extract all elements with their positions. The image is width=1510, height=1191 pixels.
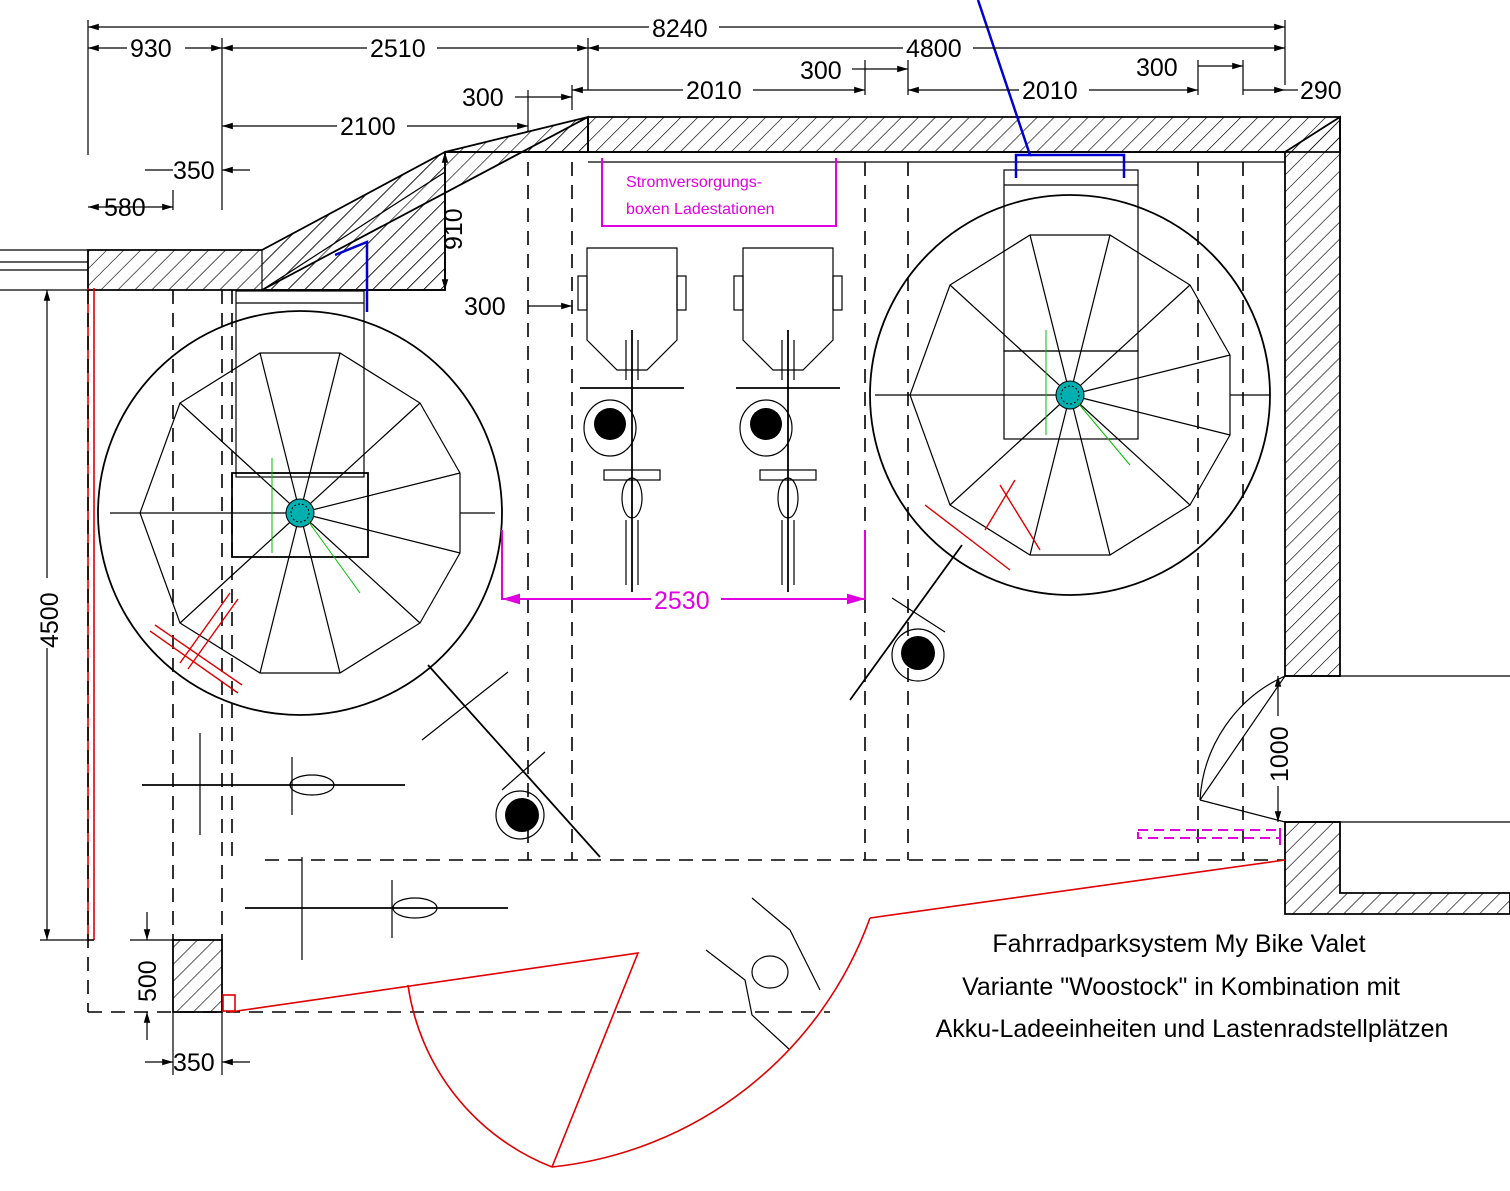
dim-2010-b: 2010 — [1022, 77, 1078, 105]
dim-2530: 2530 — [654, 587, 710, 615]
magenta-rail — [1137, 828, 1281, 845]
dim-300-c: 300 — [1136, 54, 1178, 82]
wall-pillar-bottom-left — [172, 939, 223, 1013]
dim-300-d: 300 — [464, 293, 506, 321]
dim-2100: 2100 — [340, 113, 396, 141]
dim-2510: 2510 — [370, 35, 426, 63]
wall-right-lower — [1284, 821, 1510, 915]
bike-carousel-right — [869, 169, 1271, 596]
walls — [0, 115, 1510, 1013]
power-box-label-group: Stromversorgungs- boxen Ladestationen — [601, 158, 837, 227]
power-box-label-line2: boxen Ladestationen — [626, 201, 775, 218]
dim-290: 290 — [1300, 77, 1342, 105]
caption-line3: Akku-Ladeeinheiten und Lastenradstellplä… — [936, 1015, 1449, 1043]
bike-rider-diagonal-left — [421, 664, 601, 858]
dim-4500: 4500 — [36, 592, 64, 648]
wall-right-upper — [1284, 115, 1341, 677]
power-box-label-line1: Stromversorgungs- — [626, 174, 762, 191]
dimension-labels: 8240 930 2510 4800 300 2010 300 2010 300… — [32, 14, 1342, 1077]
dim-910: 910 — [440, 208, 468, 250]
dim-1000: 1000 — [1266, 726, 1294, 782]
dim-930: 930 — [130, 35, 172, 63]
dim-300-b: 300 — [800, 57, 842, 85]
dim-total-width: 8240 — [652, 15, 708, 43]
caption-line2: Variante "Woostock" in Kombination mit — [962, 973, 1400, 1001]
bike-carousel-left — [97, 290, 503, 716]
dim-4800: 4800 — [906, 35, 962, 63]
bike-horizontal-lower — [245, 857, 508, 960]
cargo-bike-station-1 — [577, 247, 687, 592]
caption-line1: Fahrradparksystem My Bike Valet — [992, 930, 1365, 958]
dim-350-top: 350 — [173, 157, 215, 185]
bike-rider-diagonal-right — [849, 544, 963, 701]
dim-300-a: 300 — [462, 84, 504, 112]
dim-580: 580 — [104, 194, 146, 222]
pedestrian — [705, 897, 821, 1051]
supply-lines — [334, 0, 1126, 312]
wall-top — [587, 116, 1341, 153]
wall-sloped-lower — [261, 115, 589, 291]
entrance-door-arc — [222, 859, 1286, 1168]
dim-500: 500 — [134, 960, 162, 1002]
drawing-caption: Fahrradparksystem My Bike Valet Variante… — [936, 930, 1449, 1043]
dim-350-bottom: 350 — [173, 1049, 215, 1077]
dim-2010-a: 2010 — [686, 77, 742, 105]
cargo-bike-station-2 — [733, 247, 843, 592]
bike-horizontal-upper — [142, 733, 405, 835]
side-door-arc — [1199, 675, 1286, 823]
red-wall-edge — [87, 288, 95, 941]
